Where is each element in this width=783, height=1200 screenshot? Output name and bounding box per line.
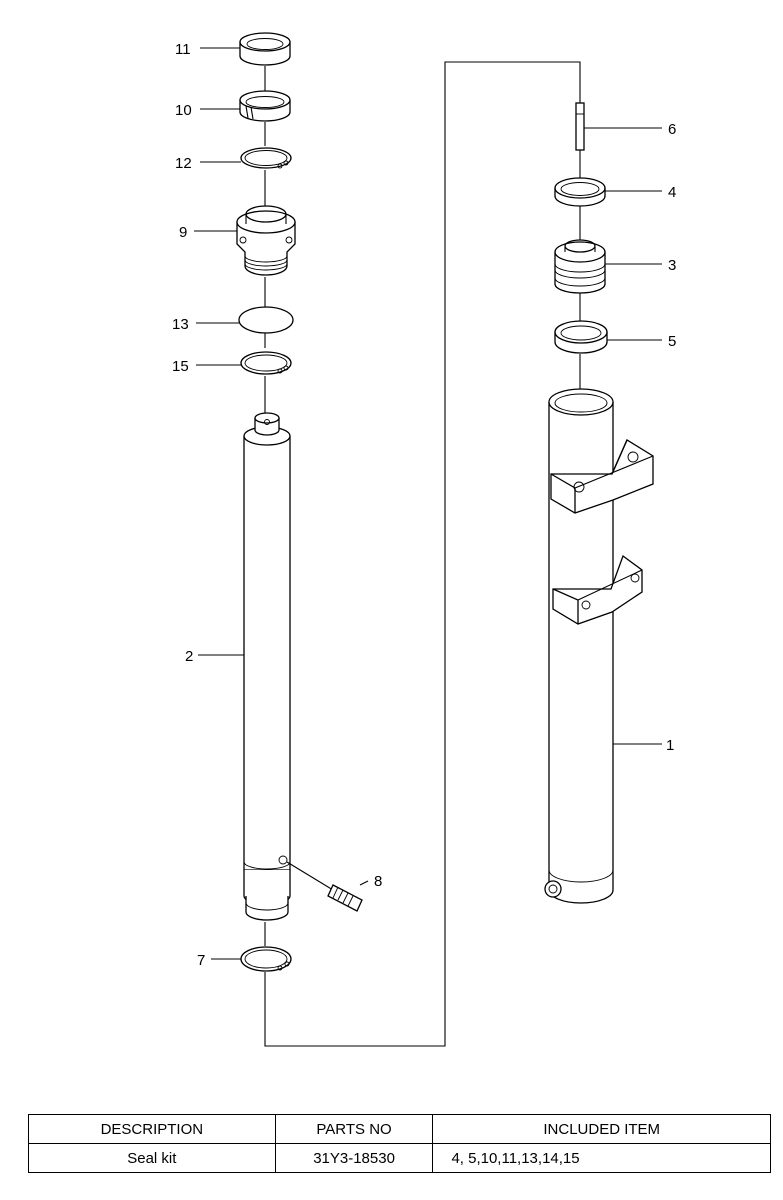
callout-9: 9 — [179, 224, 187, 241]
exploded-parts-diagram: 11 10 12 9 13 15 2 8 7 6 4 3 5 1 — [172, 32, 676, 1047]
part-8-set-screw — [286, 861, 363, 912]
part-3-piston — [554, 239, 606, 294]
part-7-retaining-ring — [240, 946, 292, 972]
callout-12: 12 — [175, 155, 192, 172]
callout-1: 1 — [666, 737, 674, 754]
part-15-retaining-ring — [240, 351, 292, 375]
callout-7: 7 — [197, 952, 205, 969]
cell-included-item: 4, 5,10,11,13,14,15 — [432, 1143, 771, 1173]
part-1-cylinder-tube — [544, 388, 654, 904]
part-9-gland — [236, 205, 296, 276]
leader-lines — [194, 47, 662, 960]
cell-parts-no: 31Y3-18530 — [274, 1143, 434, 1173]
callout-10: 10 — [175, 102, 192, 119]
part-5-seal-ring — [554, 320, 608, 354]
part-12-retaining-ring — [240, 147, 292, 169]
callout-8: 8 — [374, 873, 382, 890]
callout-labels: 11 10 12 9 13 15 2 8 7 6 4 3 5 1 — [172, 41, 676, 969]
part-11-wiper — [239, 32, 291, 66]
part-10-split-ring — [239, 90, 291, 122]
part-13-o-ring — [238, 306, 294, 334]
callout-2: 2 — [185, 648, 193, 665]
table-header-row: DESCRIPTION PARTS NO INCLUDED ITEM — [28, 1114, 771, 1144]
callout-3: 3 — [668, 257, 676, 274]
assembly-connector-line — [264, 61, 581, 1047]
part-4-seal-ring — [554, 177, 606, 207]
callout-4: 4 — [668, 184, 676, 201]
header-parts-no: PARTS NO — [274, 1114, 434, 1144]
seal-kit-table: DESCRIPTION PARTS NO INCLUDED ITEM Seal … — [28, 1114, 771, 1173]
callout-6: 6 — [668, 121, 676, 138]
header-description: DESCRIPTION — [28, 1114, 276, 1144]
table-row: Seal kit 31Y3-18530 4, 5,10,11,13,14,15 — [28, 1143, 771, 1173]
callout-15: 15 — [172, 358, 189, 375]
callout-5: 5 — [668, 333, 676, 350]
part-2-piston-rod — [243, 412, 291, 921]
part-6-pin — [575, 102, 585, 151]
cell-description: Seal kit — [28, 1143, 276, 1173]
header-included-item: INCLUDED ITEM — [432, 1114, 771, 1144]
callout-13: 13 — [172, 316, 189, 333]
callout-11: 11 — [175, 41, 191, 58]
